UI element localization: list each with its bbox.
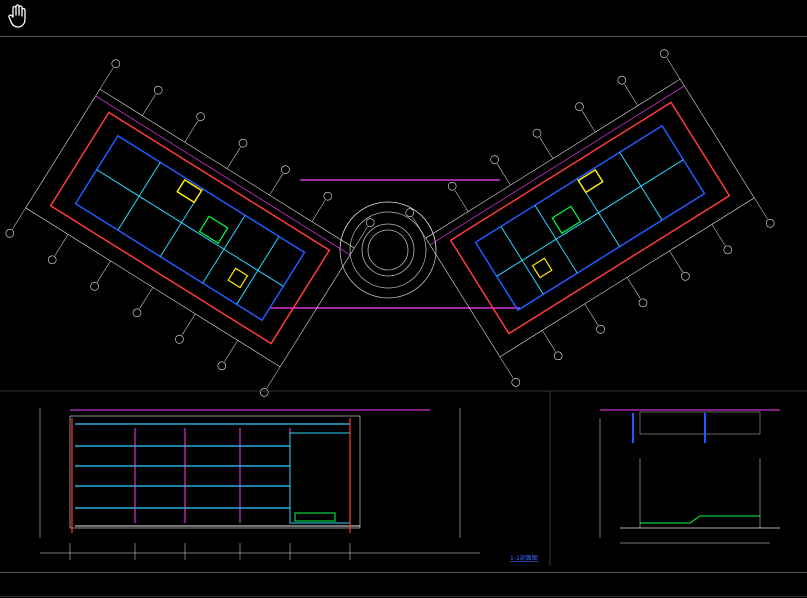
plaza-circle-outer [339, 201, 437, 299]
cad-drawing-canvas[interactable]: 1-1剖面图 [0, 38, 807, 566]
right-wing-elevator [551, 205, 582, 235]
status-divider-bottom [0, 596, 807, 597]
left-wing-elevator [198, 215, 229, 245]
plaza-circle-core [367, 229, 409, 271]
right-wing-plan [405, 49, 775, 387]
central-plaza [270, 179, 520, 309]
right-wing-outer-wall [449, 101, 731, 335]
section-1-1-title: 1-1剖面图 [510, 554, 538, 562]
left-wing-outer-wall [49, 111, 331, 345]
left-wing-stair [176, 178, 203, 204]
status-divider-top [0, 572, 807, 573]
detail-section-drawing [599, 409, 780, 544]
toolbar [0, 0, 807, 37]
plaza-circle-mid [349, 211, 427, 289]
plaza-circle-inner [361, 223, 415, 277]
left-wing-plan [5, 59, 375, 397]
hand-pan-icon[interactable] [6, 3, 30, 29]
right-wing-stair [577, 168, 604, 194]
toolbar-divider [0, 36, 807, 37]
section-1-1-drawing: 1-1剖面图 [39, 408, 538, 562]
status-bar [0, 568, 807, 598]
